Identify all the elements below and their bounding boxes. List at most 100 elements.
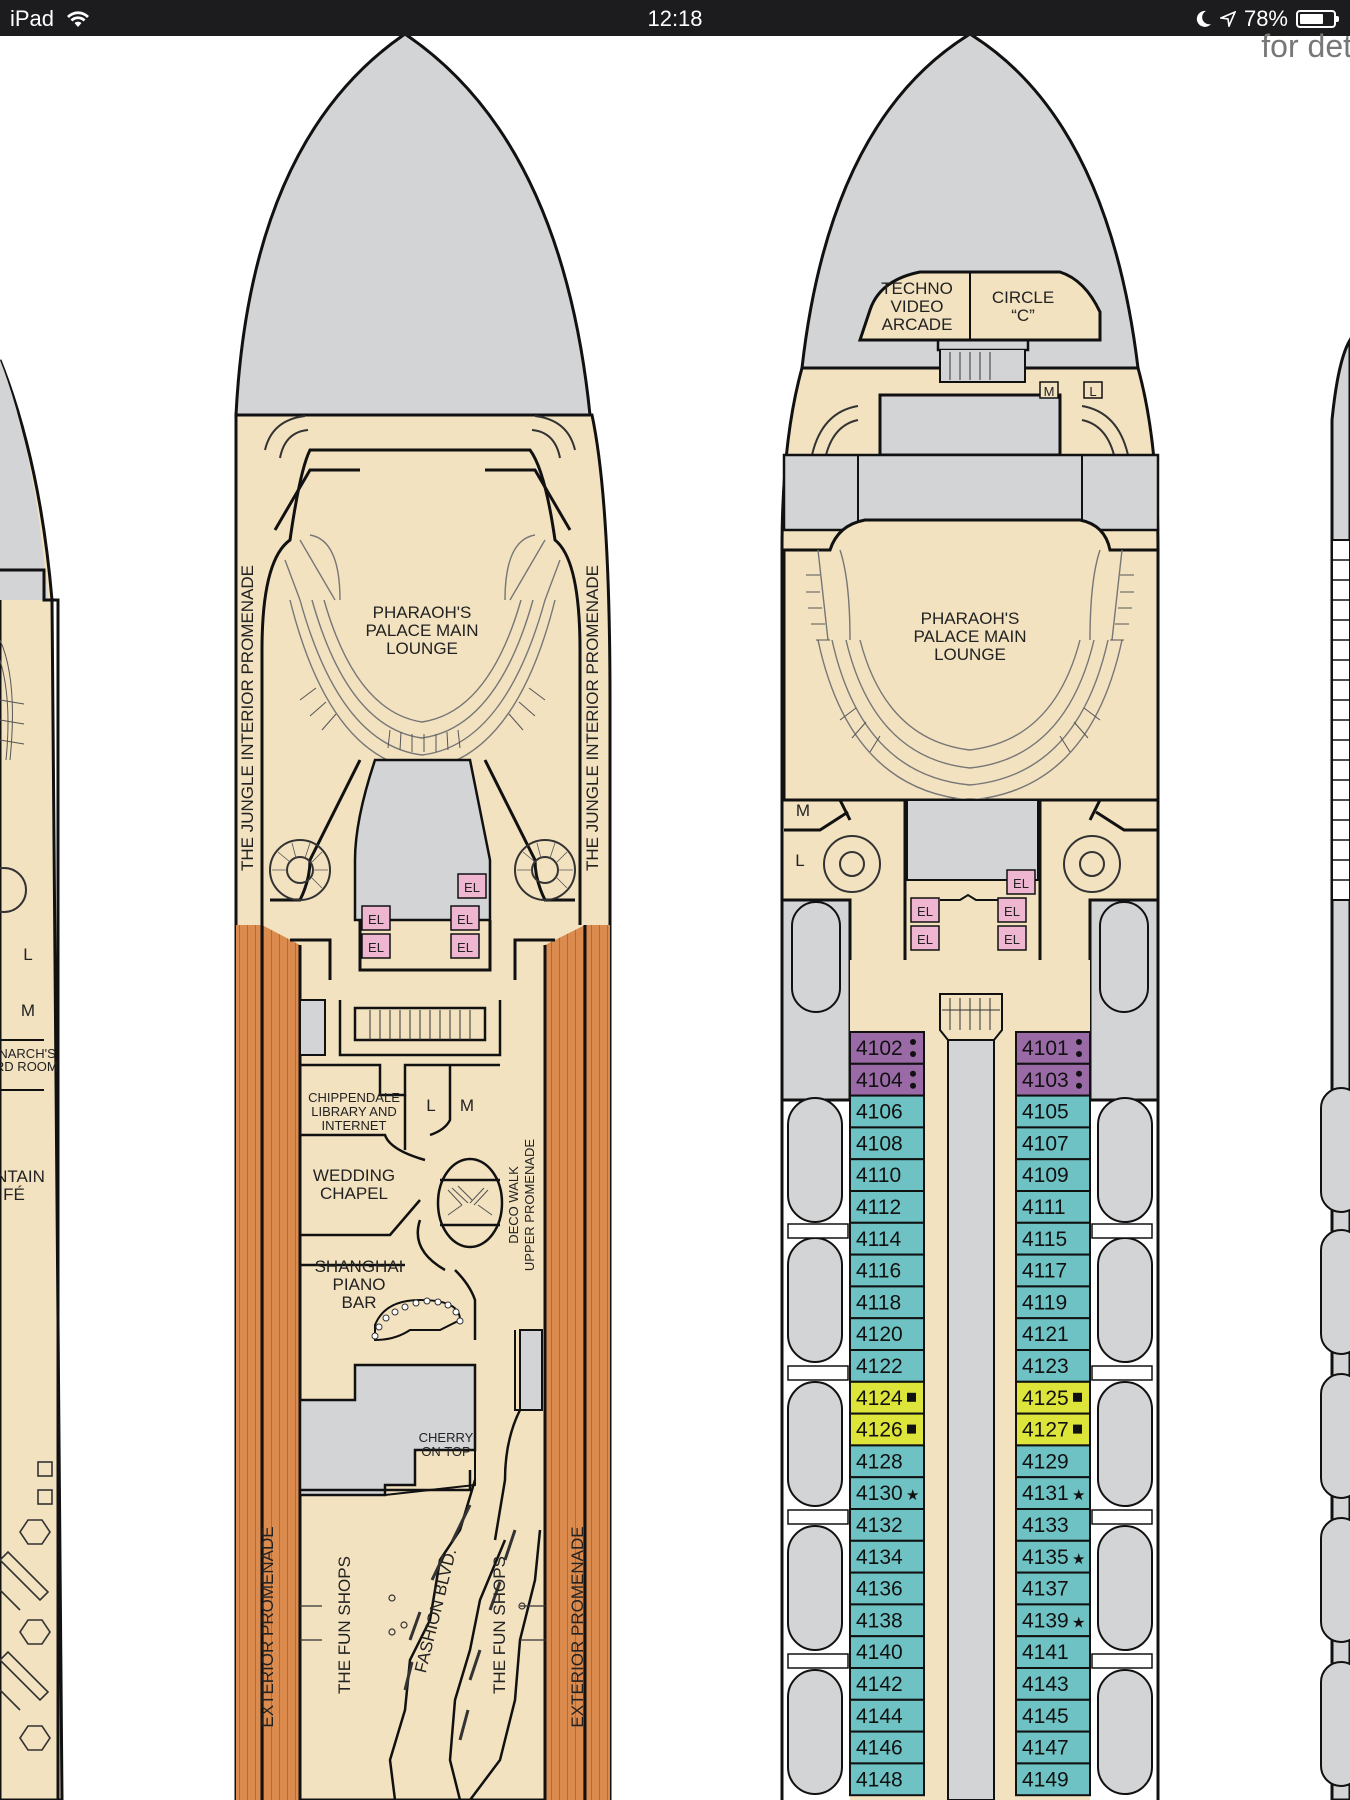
deco-walk-label-line1: DECO WALK [506, 1166, 521, 1244]
cabin-4106[interactable]: 4106 [849, 1094, 925, 1129]
right-m-label: M [1044, 384, 1055, 399]
cabin-4127[interactable]: 4127 [1015, 1412, 1091, 1447]
cabin-4129[interactable]: 4129 [1015, 1444, 1091, 1479]
status-left: iPad [10, 6, 90, 32]
cabin-4109[interactable]: 4109 [1015, 1158, 1091, 1192]
cabin-number: 4132 [856, 1514, 903, 1537]
right-lower-l-label: L [795, 851, 804, 870]
cabin-4118[interactable]: 4118 [849, 1285, 925, 1320]
cabin-4141[interactable]: 4141 [1015, 1635, 1091, 1669]
deck-plan[interactable]: L M ONARCH'S ARD ROOM NTAIN FÉ [0, 36, 1350, 1800]
cabin-4148[interactable]: 4148 [849, 1762, 925, 1797]
cabin-number: 4111 [1022, 1196, 1066, 1219]
cabin-4132[interactable]: 4132 [849, 1508, 925, 1542]
star-marker-icon: ★ [906, 1486, 919, 1504]
cabin-4119[interactable]: 4119 [1015, 1285, 1091, 1320]
cabin-4145[interactable]: 4145 [1015, 1698, 1091, 1733]
cabin-number: 4126 [856, 1419, 903, 1442]
library-label-line1: CHIPPENDALE [308, 1090, 400, 1105]
cabin-4144[interactable]: 4144 [849, 1698, 925, 1733]
cabin-4105[interactable]: 4105 [1015, 1094, 1091, 1129]
dot-marker-icon [1076, 1039, 1082, 1045]
cabin-4120[interactable]: 4120 [849, 1317, 925, 1351]
cabin-number: 4136 [856, 1578, 903, 1601]
cabin-number: 4127 [1022, 1419, 1069, 1442]
cabin-4147[interactable]: 4147 [1015, 1730, 1091, 1765]
cabin-number: 4121 [1022, 1323, 1069, 1346]
library-label-line2: LIBRARY AND [311, 1104, 397, 1119]
moon-icon [1196, 10, 1211, 27]
status-bar: iPad 12:18 78% [0, 0, 1350, 36]
cabin-number: 4110 [856, 1164, 901, 1187]
cabin-4131[interactable]: 4131★ [1015, 1476, 1091, 1510]
cabin-4128[interactable]: 4128 [849, 1444, 925, 1479]
cabin-number: 4148 [856, 1768, 903, 1791]
location-arrow-icon [1219, 11, 1236, 27]
cabin-4117[interactable]: 4117 [1015, 1253, 1091, 1288]
left-monarch-label-1: ONARCH'S [0, 1046, 56, 1061]
cabin-4114[interactable]: 4114 [849, 1221, 925, 1256]
cabin-4111[interactable]: 4111 [1015, 1190, 1091, 1224]
cabin-number: 4134 [856, 1546, 903, 1569]
cabin-4103[interactable]: 4103 [1015, 1062, 1091, 1097]
cabin-4130[interactable]: 4130★ [849, 1476, 925, 1510]
square-marker-icon [907, 1392, 916, 1402]
cabin-4107[interactable]: 4107 [1015, 1126, 1091, 1161]
square-marker-icon [1073, 1424, 1082, 1434]
cabin-4110[interactable]: 4110 [849, 1158, 925, 1192]
cabin-number: 4103 [1022, 1069, 1069, 1092]
lounge-label-line2: PALACE MAIN [365, 621, 478, 640]
middle-bow [234, 36, 592, 417]
fun-shops-left-label: THE FUN SHOPS [335, 1556, 354, 1694]
cabin-4134[interactable]: 4134 [849, 1539, 925, 1574]
right-lower-m-label: M [796, 801, 810, 820]
left-l-label: L [23, 945, 32, 964]
cabin-number: 4123 [1022, 1355, 1069, 1378]
cabin-number: 4139 [1022, 1609, 1069, 1632]
elevator-label: EL [1004, 932, 1020, 947]
cabin-number: 4122 [856, 1355, 903, 1378]
cabin-4123[interactable]: 4123 [1015, 1349, 1091, 1383]
cabin-4142[interactable]: 4142 [849, 1667, 925, 1701]
deck-left-partial: L M ONARCH'S ARD ROOM NTAIN FÉ [0, 359, 64, 1800]
cabin-4139[interactable]: 4139★ [1015, 1603, 1091, 1638]
cabin-number: 4104 [856, 1069, 903, 1092]
cabin-4116[interactable]: 4116 [849, 1253, 925, 1288]
cabin-4136[interactable]: 4136 [849, 1571, 925, 1606]
cabin-4104[interactable]: 4104 [849, 1062, 925, 1097]
status-right: 78% [1196, 6, 1339, 32]
cabin-4138[interactable]: 4138 [849, 1603, 925, 1638]
elevator-label: EL [464, 880, 480, 895]
cabin-4122[interactable]: 4122 [849, 1349, 925, 1383]
cabin-4149[interactable]: 4149 [1015, 1762, 1091, 1797]
lounge-label-line1: PHARAOH'S [373, 603, 472, 622]
dot-marker-icon [910, 1039, 916, 1045]
cabin-4140[interactable]: 4140 [849, 1635, 925, 1669]
square-marker-icon [1073, 1392, 1082, 1402]
cabin-4115[interactable]: 4115 [1015, 1221, 1091, 1256]
cabin-4108[interactable]: 4108 [849, 1126, 925, 1161]
piano-bar-label-line3: BAR [342, 1293, 377, 1312]
elevator-label: EL [917, 904, 933, 919]
cabin-4137[interactable]: 4137 [1015, 1571, 1091, 1606]
cabin-4102[interactable]: 4102 [849, 1031, 925, 1065]
cabin-4125[interactable]: 4125 [1015, 1380, 1091, 1415]
cabin-4126[interactable]: 4126 [849, 1412, 925, 1447]
piano-bar-label-line1: SHANGHAI [315, 1257, 404, 1276]
elevator-label: EL [1004, 904, 1020, 919]
cabin-number: 4116 [856, 1260, 901, 1283]
left-monarch-label-2: ARD ROOM [0, 1059, 58, 1074]
cabin-4121[interactable]: 4121 [1015, 1317, 1091, 1351]
cabin-4124[interactable]: 4124 [849, 1380, 925, 1415]
cabin-number: 4128 [856, 1450, 903, 1473]
cabin-4133[interactable]: 4133 [1015, 1508, 1091, 1542]
cabin-4101[interactable]: 4101 [1015, 1031, 1091, 1065]
cabin-number: 4145 [1022, 1705, 1069, 1728]
cabin-4146[interactable]: 4146 [849, 1730, 925, 1765]
cabin-number: 4118 [856, 1291, 901, 1314]
cherry-label-line2: ON TOP [421, 1444, 470, 1459]
cabin-4135[interactable]: 4135★ [1015, 1539, 1091, 1574]
cabin-number: 4142 [856, 1673, 903, 1696]
cabin-4112[interactable]: 4112 [849, 1190, 925, 1224]
cabin-4143[interactable]: 4143 [1015, 1667, 1091, 1701]
